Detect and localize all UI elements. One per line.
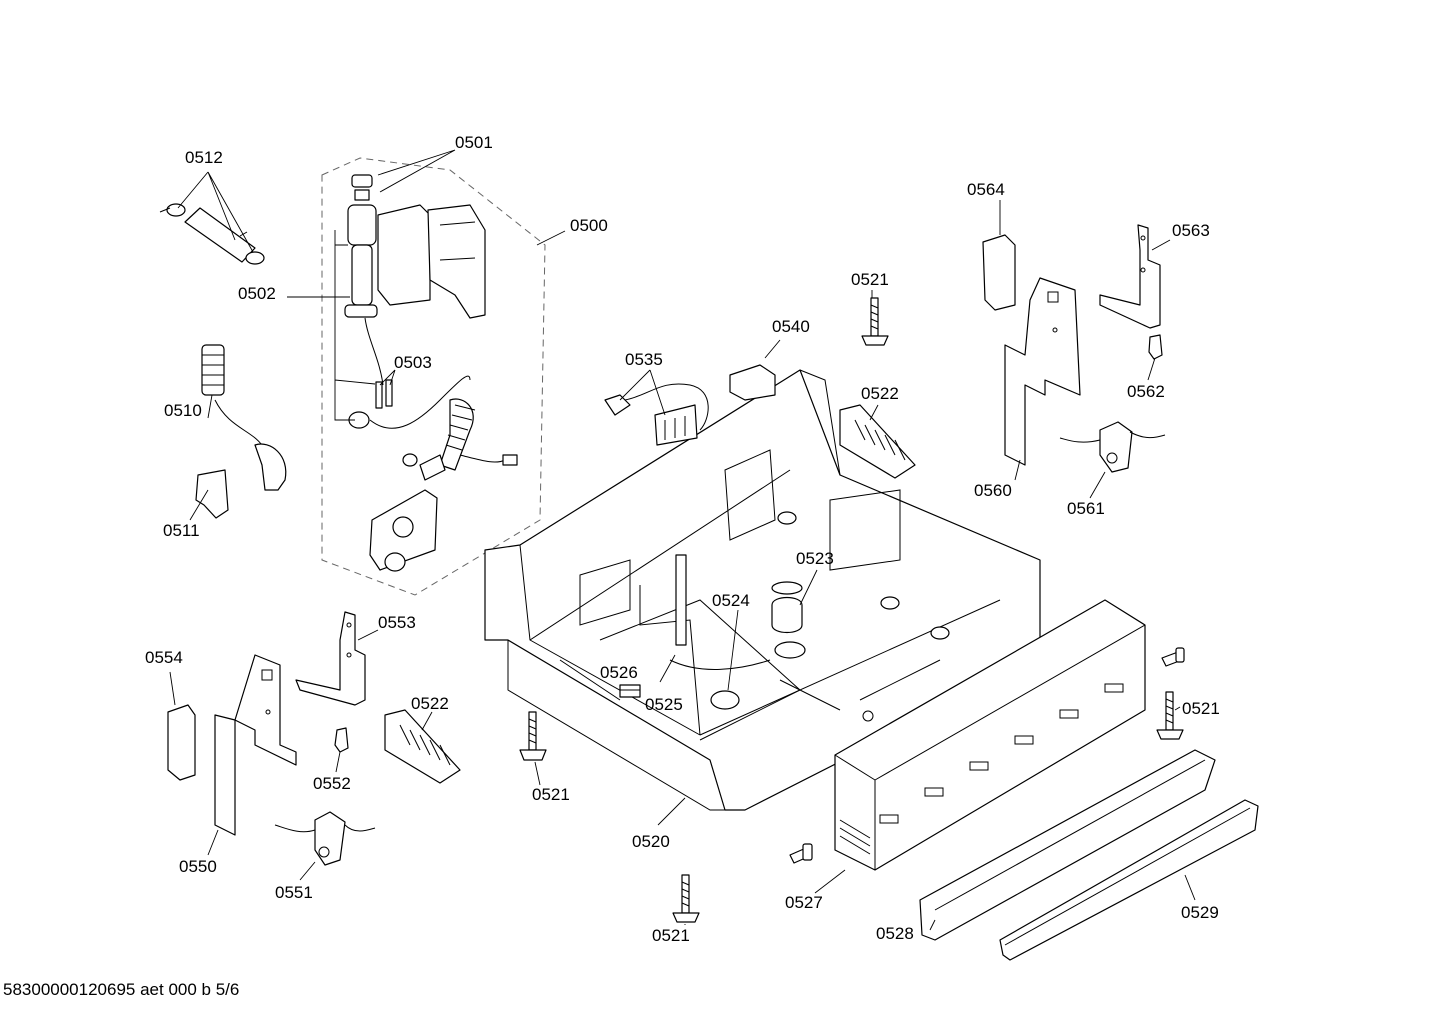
kick-plate-0528 bbox=[834, 599, 1146, 871]
label-0523: 0523 bbox=[796, 549, 834, 568]
label-0500: 0500 bbox=[570, 216, 608, 235]
strip-0529 bbox=[999, 799, 1259, 961]
label-0525: 0525 bbox=[645, 695, 683, 714]
label-0553: 0553 bbox=[378, 613, 416, 632]
label-0554: 0554 bbox=[145, 648, 183, 667]
label-0522-left: 0522 bbox=[411, 694, 449, 713]
label-0524: 0524 bbox=[712, 591, 750, 610]
screw-0521-top bbox=[861, 297, 889, 346]
leader-lines bbox=[169, 149, 1196, 931]
spring-0522-right bbox=[839, 404, 916, 479]
screw-0521-bottom bbox=[672, 874, 700, 923]
hinge-weight-0551 bbox=[274, 811, 376, 866]
label-0562: 0562 bbox=[1127, 382, 1165, 401]
hinge-plate-0563 bbox=[1099, 224, 1161, 329]
label-0528: 0528 bbox=[876, 924, 914, 943]
label-0511: 0511 bbox=[163, 521, 200, 540]
screw-0527 bbox=[789, 843, 813, 864]
label-0561: 0561 bbox=[1067, 499, 1105, 518]
hinge-bracket-0550 bbox=[214, 654, 297, 836]
label-0552: 0552 bbox=[313, 774, 351, 793]
assembly-0500-outline bbox=[321, 157, 546, 596]
label-0564: 0564 bbox=[967, 180, 1005, 199]
hose-0512 bbox=[159, 203, 265, 265]
label-0512: 0512 bbox=[185, 148, 223, 167]
cover-0554 bbox=[167, 704, 196, 781]
label-0520: 0520 bbox=[632, 832, 670, 851]
label-0502: 0502 bbox=[238, 284, 276, 303]
clip-0552 bbox=[334, 727, 349, 753]
screw-0521-mid bbox=[519, 711, 547, 761]
spring-hose-0510 bbox=[201, 344, 287, 491]
label-0550: 0550 bbox=[179, 857, 217, 876]
label-0526: 0526 bbox=[600, 663, 638, 682]
document-id-footer: 58300000120695 aet 000 b 5/6 bbox=[3, 980, 240, 999]
label-0522-right: 0522 bbox=[861, 384, 899, 403]
label-0521-bottom: 0521 bbox=[652, 926, 690, 945]
spring-0522-left bbox=[384, 709, 461, 784]
label-0521-right: 0521 bbox=[1182, 699, 1220, 718]
hinge-weight-0561 bbox=[1059, 421, 1166, 473]
part-labels: 0501 0512 0500 0502 0503 0510 0511 0521 … bbox=[145, 133, 1220, 945]
connector-0540 bbox=[729, 364, 776, 401]
hinge-bracket-0560 bbox=[1004, 277, 1081, 466]
screw-0521-right bbox=[1156, 691, 1184, 740]
label-0563: 0563 bbox=[1172, 221, 1210, 240]
label-0551: 0551 bbox=[275, 883, 313, 902]
label-0521-top: 0521 bbox=[851, 270, 889, 289]
label-0501: 0501 bbox=[455, 133, 493, 152]
small-screw-right bbox=[1161, 647, 1185, 667]
cable-0535 bbox=[604, 383, 709, 446]
label-0540: 0540 bbox=[772, 317, 810, 336]
label-0521-mid: 0521 bbox=[532, 785, 570, 804]
label-0510: 0510 bbox=[164, 401, 202, 420]
clip-0511 bbox=[195, 469, 229, 519]
label-0560: 0560 bbox=[974, 481, 1012, 500]
cover-strip-0528 bbox=[919, 749, 1216, 941]
label-0503: 0503 bbox=[394, 353, 432, 372]
clip-0562 bbox=[1148, 334, 1163, 360]
label-0529: 0529 bbox=[1181, 903, 1219, 922]
label-0535: 0535 bbox=[625, 350, 663, 369]
base-tub-0520 bbox=[484, 369, 1041, 811]
label-0527: 0527 bbox=[785, 893, 823, 912]
hinge-plate-0553 bbox=[295, 611, 366, 706]
water-valve-assembly bbox=[344, 174, 518, 572]
cover-0564 bbox=[982, 234, 1016, 311]
